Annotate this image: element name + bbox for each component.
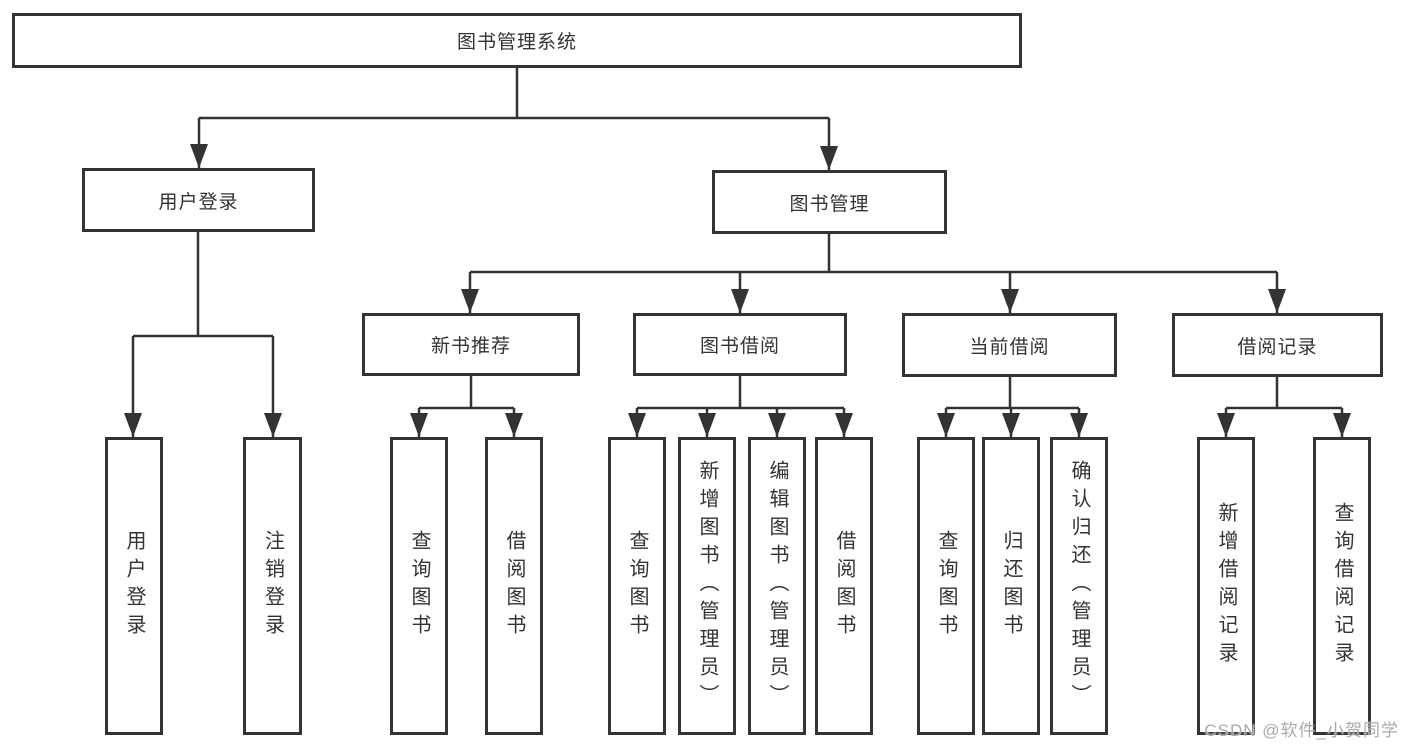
leaf-borrow-books-recommend: 借阅图书: [485, 437, 543, 735]
leaf-edit-book-admin: 编辑图书（管理员）: [748, 437, 806, 735]
leaf-confirm-return-admin-label: 确认归还（管理员）: [1068, 460, 1090, 712]
node-new-book-recommendation: 新书推荐: [362, 313, 580, 376]
csdn-watermark: CSDN @软件_小贺同学: [1204, 721, 1399, 740]
leaf-user-login: 用户登录: [105, 437, 163, 735]
leaf-confirm-return-admin: 确认归还（管理员）: [1050, 437, 1108, 735]
leaf-query-books-recommend-label: 查询图书: [408, 530, 430, 642]
leaf-add-borrow-record: 新增借阅记录: [1197, 437, 1255, 735]
leaf-return-book: 归还图书: [982, 437, 1040, 735]
leaf-return-book-label: 归还图书: [1000, 530, 1022, 642]
leaf-borrow-books-borrowing-label: 借阅图书: [833, 530, 855, 642]
leaf-logout: 注销登录: [243, 437, 302, 735]
leaf-add-book-admin: 新增图书（管理员）: [678, 437, 736, 735]
leaf-logout-label: 注销登录: [261, 530, 284, 642]
leaf-borrow-books-borrowing: 借阅图书: [815, 437, 873, 735]
leaf-query-books-current-label: 查询图书: [935, 530, 957, 642]
leaf-query-books-borrowing-label: 查询图书: [626, 530, 648, 642]
leaf-query-books-borrowing: 查询图书: [608, 437, 666, 735]
node-current-borrowing: 当前借阅: [902, 313, 1117, 377]
leaf-user-login-label: 用户登录: [123, 530, 145, 642]
leaf-query-borrow-record-label: 查询借阅记录: [1331, 502, 1353, 670]
leaf-edit-book-admin-label: 编辑图书（管理员）: [766, 460, 788, 712]
leaf-add-borrow-record-label: 新增借阅记录: [1215, 502, 1237, 670]
leaf-query-books-recommend: 查询图书: [390, 437, 448, 735]
node-book-management: 图书管理: [712, 170, 947, 234]
leaf-add-book-admin-label: 新增图书（管理员）: [696, 460, 718, 712]
node-library-management-system: 图书管理系统: [12, 13, 1022, 68]
node-book-borrowing: 图书借阅: [633, 313, 847, 376]
leaf-query-books-current: 查询图书: [917, 437, 975, 735]
leaf-query-borrow-record: 查询借阅记录: [1313, 437, 1371, 735]
node-user-login: 用户登录: [82, 168, 315, 232]
node-borrowing-records: 借阅记录: [1172, 313, 1383, 377]
leaf-borrow-books-recommend-label: 借阅图书: [503, 530, 525, 642]
